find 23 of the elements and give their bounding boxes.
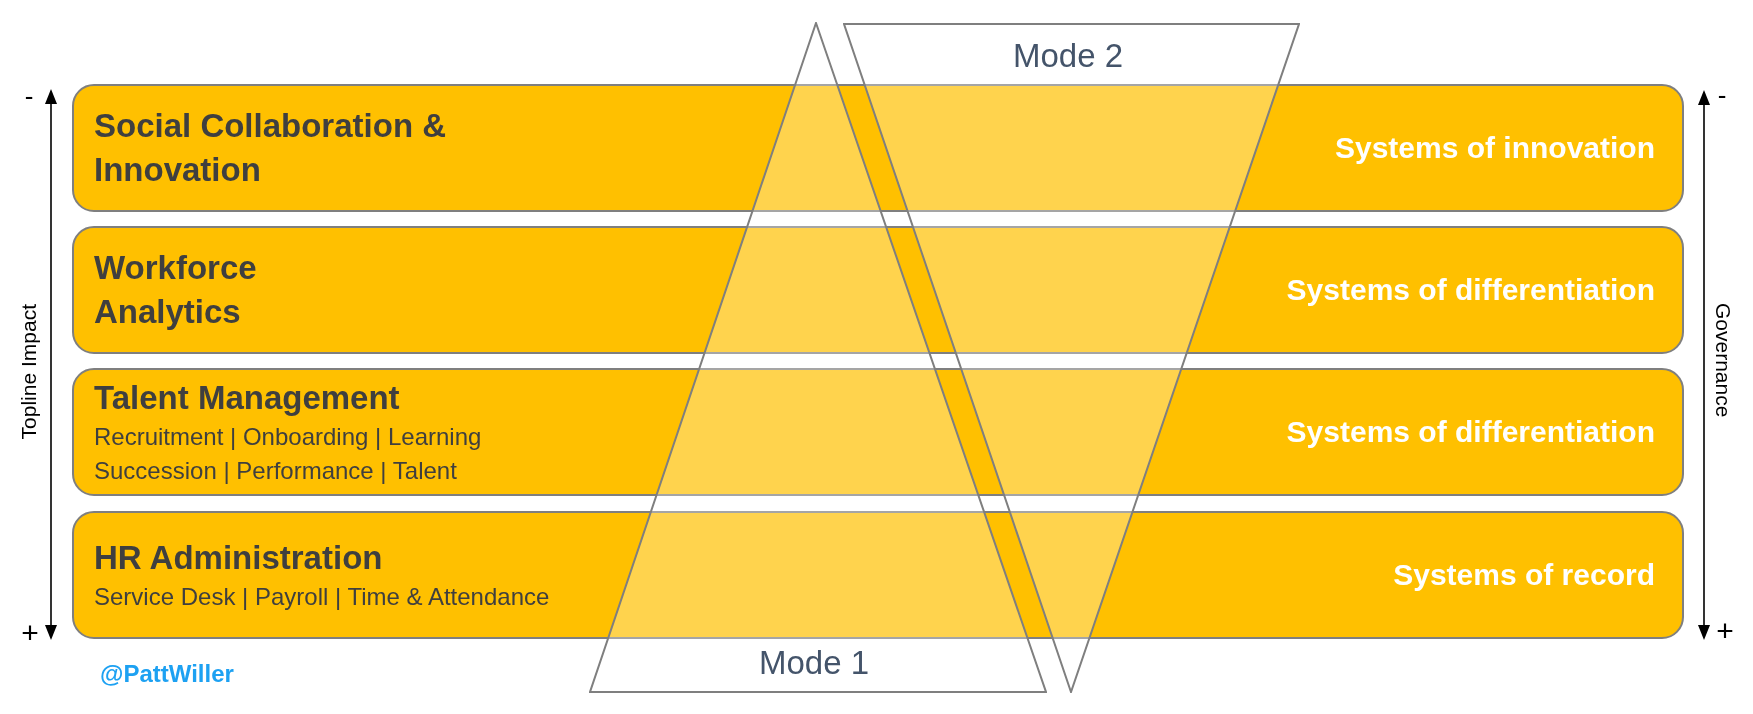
axis-end-sign: +	[21, 614, 39, 650]
axis-end-sign: -	[24, 81, 34, 111]
mode-label: Mode 1	[758, 644, 870, 682]
layer-band	[72, 368, 1684, 496]
system-category-label: Systems of differentiation	[1286, 272, 1655, 308]
layer-title: Talent Management	[94, 378, 400, 418]
layer-modules: Service Desk | Payroll | Time & Attendance	[94, 582, 550, 612]
axis-end-sign: -	[1717, 80, 1727, 110]
layer-title: HR Administration	[94, 538, 383, 578]
axis-end-sign: +	[1716, 612, 1734, 648]
layer-modules: Recruitment | Onboarding | Learning Succession | Performance | Talent	[94, 422, 483, 486]
layer-title: Social Collaboration & Innovation	[94, 106, 448, 190]
axis-title: Governance	[1711, 302, 1735, 418]
layer-band	[72, 84, 1684, 212]
author-handle: @PattWiller	[100, 660, 234, 688]
mode-label: Mode 2	[1012, 37, 1124, 75]
axis-title: Topline Impact	[17, 304, 41, 440]
system-category-label: Systems of innovation	[1334, 130, 1655, 166]
system-category-label: Systems of differentiation	[1286, 414, 1655, 450]
layer-title: Workforce Analytics	[94, 248, 258, 332]
layer-band	[72, 511, 1684, 639]
layer-band	[72, 226, 1684, 354]
system-category-label: Systems of record	[1393, 557, 1655, 593]
